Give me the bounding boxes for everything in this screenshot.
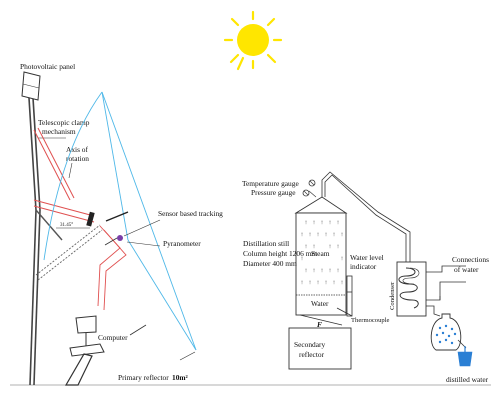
- svg-text:↑: ↑: [324, 231, 327, 238]
- svg-text:↑: ↑: [324, 279, 327, 286]
- axis-rotation-label-line2: rotation: [66, 154, 89, 163]
- connections-label-line1: Connections: [452, 255, 489, 264]
- svg-text:↑: ↑: [312, 243, 315, 250]
- primary-reflector-dish: [43, 91, 197, 351]
- distillation-still: ↑↑↑↑↑ ↑↑↑↑↑↑ ↑↑↑↑ ↑↑ ↑↑↑↑↑ ↑↑↑↑↑↑: [294, 196, 348, 316]
- axis-rotation-label-line1: Axis of: [66, 145, 89, 154]
- still-info-line1: Distillation still: [243, 239, 289, 248]
- f-mark: F: [317, 320, 322, 329]
- condenser-label: Condenser: [389, 281, 396, 310]
- pyranometer-icon: [104, 235, 123, 246]
- svg-text:↑: ↑: [304, 219, 307, 226]
- water-label: Water: [311, 299, 329, 308]
- photovoltaic-panel-icon: [21, 71, 41, 101]
- secondary-reflector: [288, 327, 352, 370]
- light-path: [97, 225, 127, 311]
- sun-icon: [223, 10, 283, 71]
- computer-icon: [69, 315, 105, 357]
- pyranometer-label: Pyranometer: [163, 239, 201, 248]
- secondary-reflector-label-line2: reflector: [299, 350, 325, 359]
- water-connection-pipes: [426, 265, 466, 317]
- secondary-reflector-label-line1: Secondary: [294, 340, 325, 349]
- primary-reflector-label: Primary reflector: [118, 373, 169, 382]
- photovoltaic-panel-label: Photovoltaic panel: [20, 62, 75, 71]
- svg-text:↑: ↑: [300, 231, 303, 238]
- svg-text:↑: ↑: [332, 279, 335, 286]
- svg-text:↑: ↑: [328, 267, 331, 274]
- svg-text:↑: ↑: [320, 219, 323, 226]
- svg-text:↑: ↑: [308, 279, 311, 286]
- still-info-line3: Diameter 400 mm: [243, 259, 297, 268]
- svg-text:↑: ↑: [328, 219, 331, 226]
- distilled-water-glass-icon: [457, 346, 473, 367]
- sensor-tracking-label: Sensor based tracking: [158, 209, 223, 218]
- water-level-indicator: [346, 275, 353, 317]
- telescopic-arm: [33, 127, 95, 223]
- svg-text:↑: ↑: [320, 267, 323, 274]
- svg-text:↑: ↑: [332, 231, 335, 238]
- angle-label: 31.45°: [60, 223, 73, 228]
- primary-reflector-area: 10m²: [172, 373, 189, 382]
- distilled-water-label: distilled water: [446, 375, 489, 384]
- svg-text:↑: ↑: [340, 255, 343, 262]
- svg-text:↑: ↑: [304, 267, 307, 274]
- svg-text:↑: ↑: [328, 243, 331, 250]
- svg-text:↑: ↑: [304, 243, 307, 250]
- pedestal: [64, 353, 93, 386]
- water-level-label-line2: indicator: [350, 262, 377, 271]
- svg-text:↑: ↑: [312, 267, 315, 274]
- steam-pipe: [321, 171, 411, 262]
- svg-text:↑: ↑: [300, 279, 303, 286]
- pressure-gauge-label: Pressure gauge: [251, 188, 296, 197]
- svg-text:↑: ↑: [300, 255, 303, 262]
- axis-rotation-arrow: [68, 162, 73, 179]
- svg-text:↑: ↑: [340, 231, 343, 238]
- computer-label: Computer: [98, 333, 128, 342]
- svg-text:↑: ↑: [340, 279, 343, 286]
- water-level-label-line1: Water level: [350, 253, 384, 262]
- svg-text:↑: ↑: [316, 231, 319, 238]
- support-mast: [27, 81, 41, 386]
- condenser: [396, 261, 427, 317]
- collection-flask: [430, 313, 467, 351]
- svg-text:↑: ↑: [312, 219, 315, 226]
- temperature-gauge-label: Temperature gauge: [242, 179, 299, 188]
- support-truss: [35, 224, 103, 281]
- thermocouple-label: Thermocouple: [351, 317, 390, 324]
- telescopic-clamp-label-line2: mechanism: [42, 127, 76, 136]
- svg-text:↑: ↑: [336, 267, 339, 274]
- still-info-line2: Column height 1206 mm: [243, 249, 317, 258]
- svg-text:↑: ↑: [336, 243, 339, 250]
- svg-text:↑: ↑: [316, 279, 319, 286]
- svg-text:↑: ↑: [308, 231, 311, 238]
- connections-label-line2: of water: [454, 265, 479, 274]
- telescopic-clamp-label-line1: Telescopic clamp: [38, 118, 90, 127]
- svg-text:↑: ↑: [336, 219, 339, 226]
- steam-label: Steam: [311, 249, 330, 258]
